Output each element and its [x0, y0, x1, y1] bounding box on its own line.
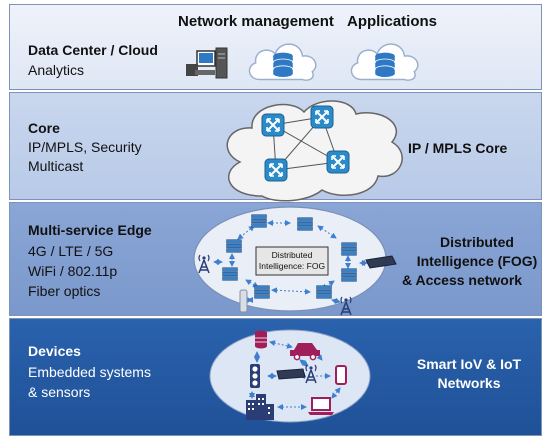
layer-line: IP/MPLS, Security: [28, 139, 142, 155]
workstation-icon: [186, 47, 228, 79]
layer-line: & sensors: [28, 384, 91, 400]
server-icon: [251, 214, 267, 228]
router-icon: [264, 158, 288, 182]
devices-right-label: Networks: [437, 375, 501, 391]
layer-line: Fiber optics: [28, 283, 101, 299]
car-icon: [290, 343, 320, 361]
layer-line: 4G / LTE / 5G: [28, 243, 114, 259]
laptop-icon: [308, 397, 334, 415]
core-right-label: IP / MPLS Core: [408, 140, 508, 156]
devices-right-label: Smart IoV & IoT: [416, 356, 522, 372]
cloud-database-icon: [350, 43, 419, 81]
router-icon: [326, 150, 350, 174]
layer-title-devices: Devices: [28, 343, 81, 359]
server-icon: [222, 267, 238, 281]
edge-right-label: & Access network: [402, 272, 523, 288]
switch-icon: [276, 368, 306, 380]
layer-line: Embedded systems: [28, 364, 151, 380]
database-icon: [255, 330, 267, 349]
fog-label-box: [255, 246, 329, 276]
server-icon: [254, 285, 270, 299]
network-management-label: Network management: [178, 13, 334, 30]
router-icon: [310, 105, 334, 129]
layer-line: WiFi / 802.11p: [28, 263, 118, 279]
buildings-icon: [246, 394, 274, 420]
layer-title-cloud: Data Center / Cloud: [28, 42, 158, 58]
layer-title-core: Core: [28, 120, 60, 136]
fog-box-line: Distributed: [271, 250, 313, 260]
layer-line: Multicast: [28, 158, 84, 174]
server-icon: [316, 285, 332, 299]
access-point-icon: [239, 289, 248, 313]
smartphone-icon: [335, 365, 347, 385]
edge-right-label: Distributed: [440, 234, 514, 250]
edge-right-label: Intelligence (FOG): [416, 253, 538, 269]
server-icon: [341, 268, 357, 282]
cloud-database-icon: [248, 43, 317, 81]
server-icon: [226, 239, 242, 253]
applications-label: Applications: [347, 13, 438, 30]
router-icon: [261, 113, 285, 137]
fog-box-line: Intelligence: FOG: [258, 261, 326, 271]
layer-line: Analytics: [28, 62, 85, 78]
layer-title-edge: Multi-service Edge: [28, 222, 152, 238]
server-icon: [297, 217, 313, 231]
server-icon: [341, 242, 357, 256]
traffic-light-icon: [250, 364, 260, 388]
switch-icon: [365, 255, 397, 269]
